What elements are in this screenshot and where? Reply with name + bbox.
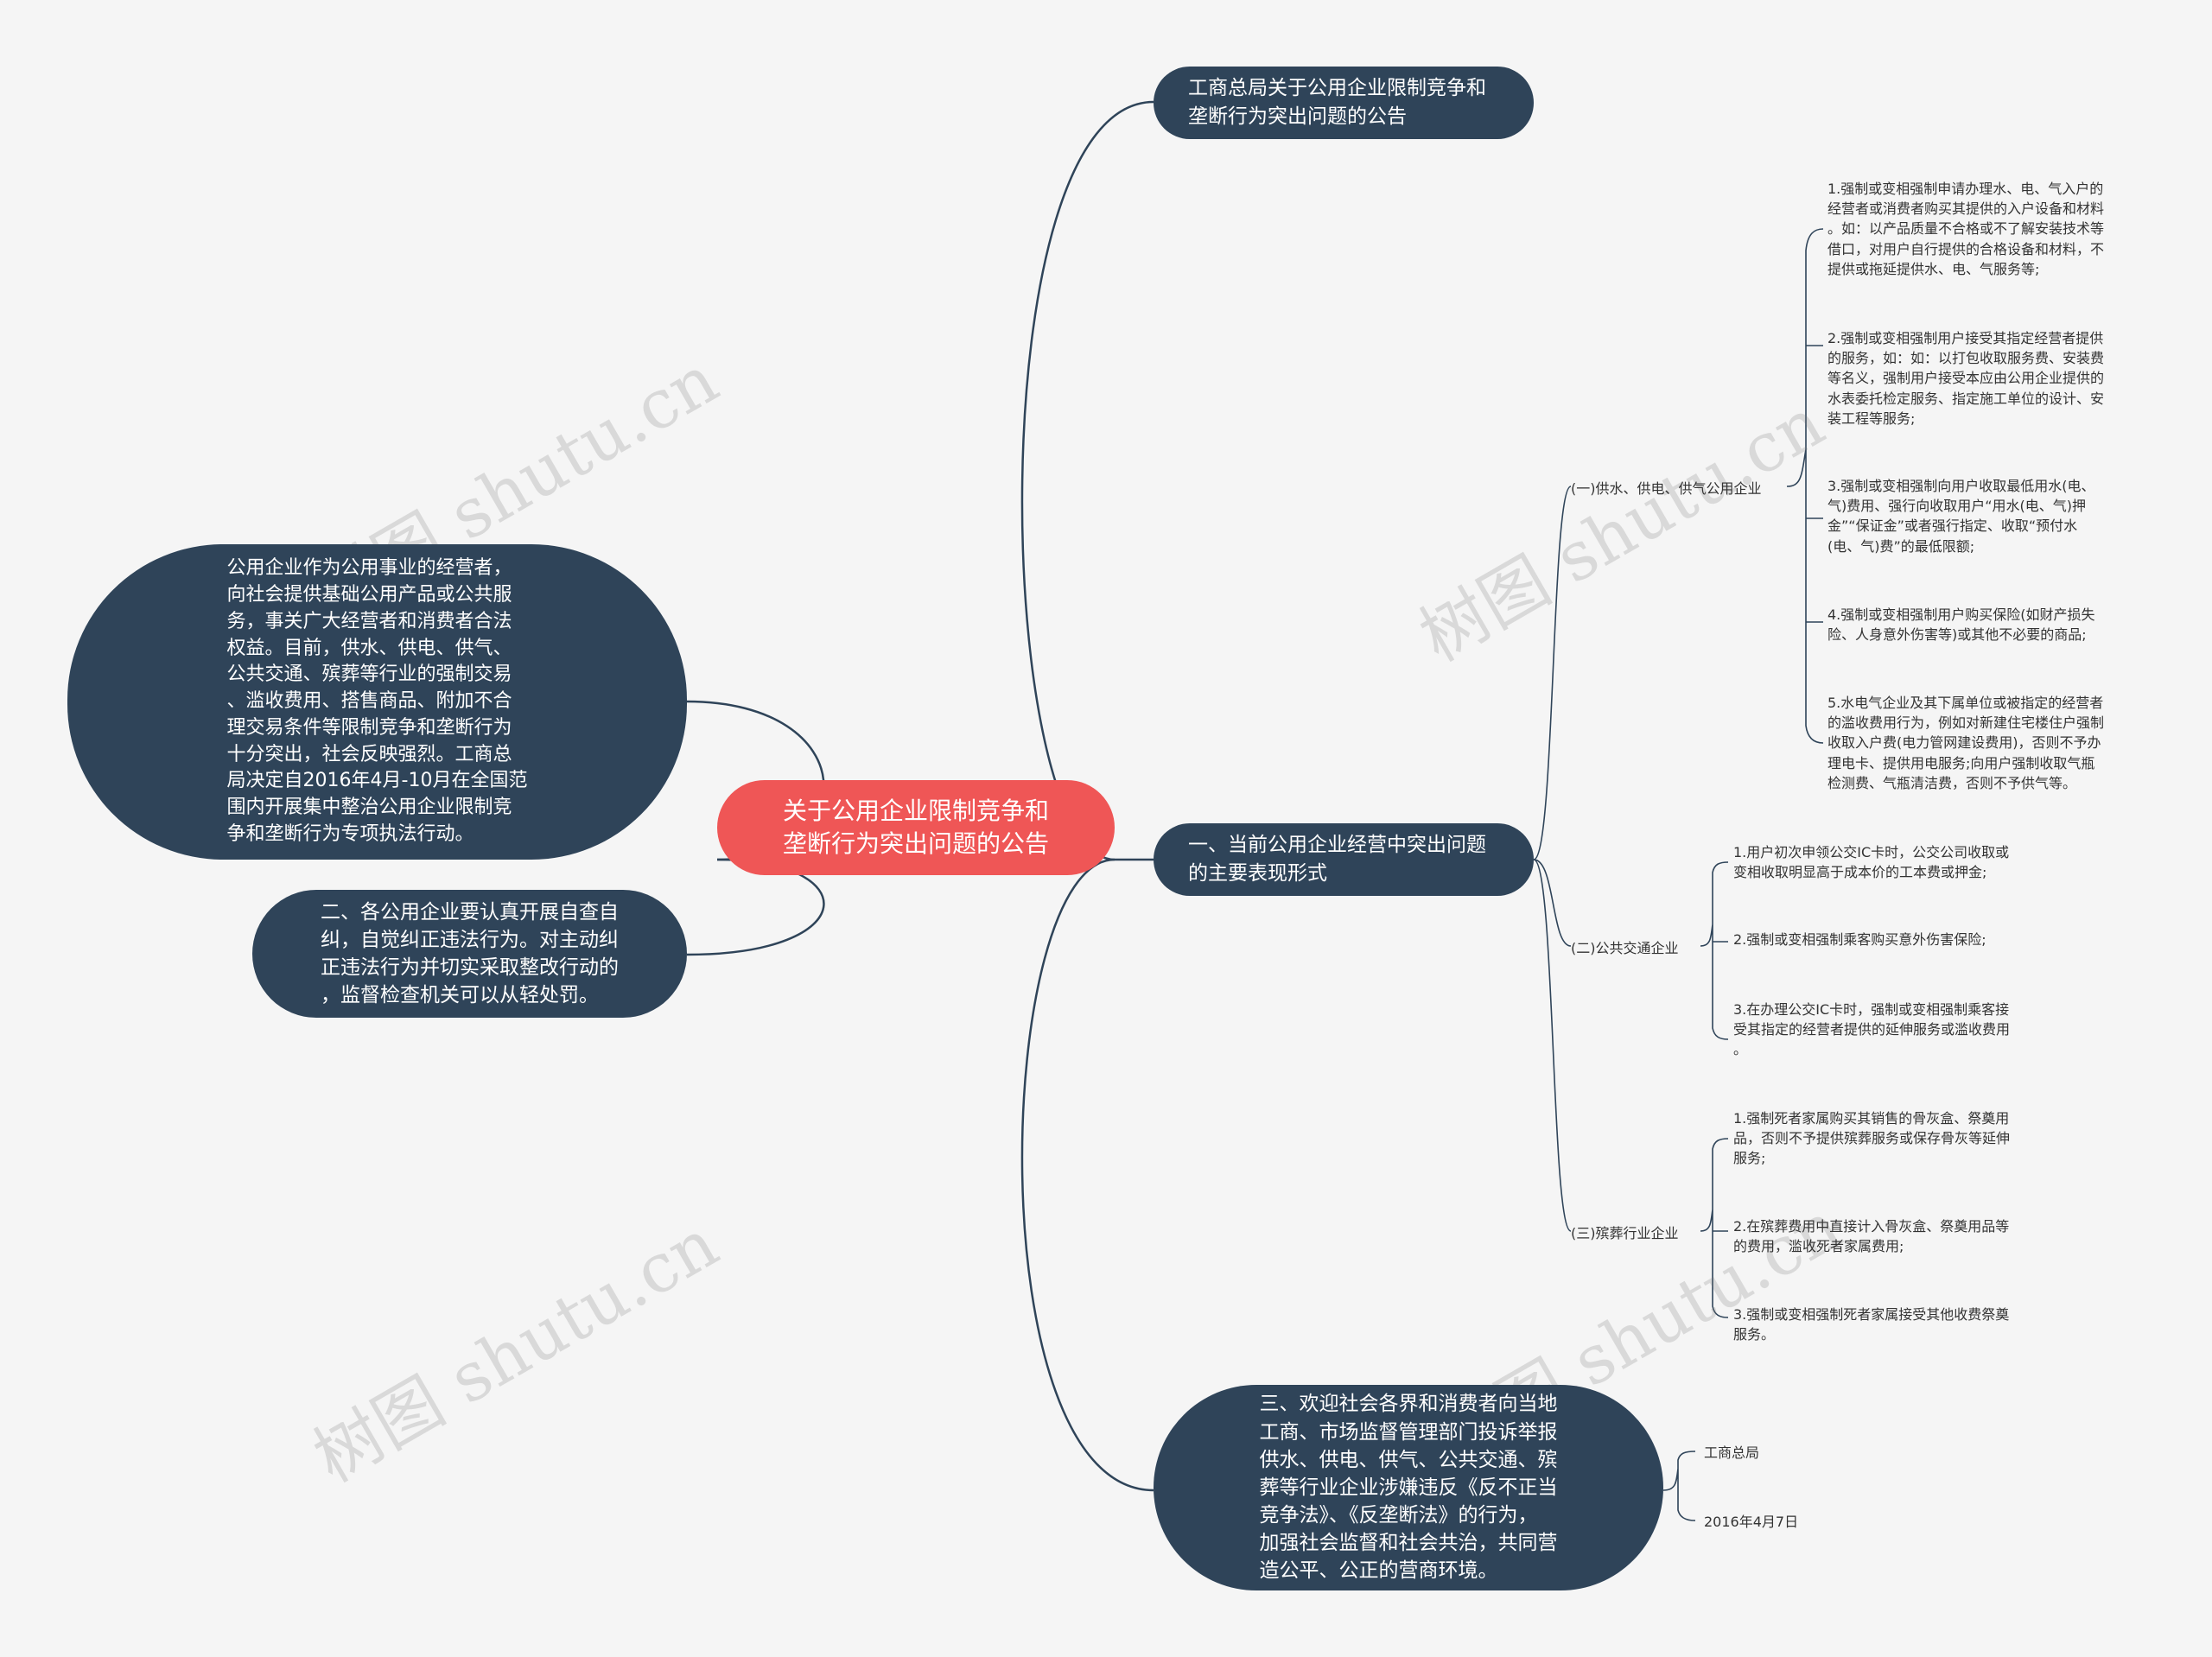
node-section3[interactable]: 三、欢迎社会各界和消费者向当地 工商、市场监督管理部门投诉举报 供水、供电、供气…	[1154, 1385, 1663, 1590]
link-section1-transport	[1533, 859, 1572, 947]
node-title[interactable]: 工商总局关于公用企业限制竞争和 垄断行为突出问题的公告	[1154, 67, 1534, 139]
node-section1-label: 一、当前公用企业经营中突出问题 的主要表现形式	[1188, 833, 1486, 885]
utilities-item-5[interactable]: 5.水电气企业及其下属单位或被指定的经营者 的滥收费用行为，例如对新建住宅楼住户…	[1827, 695, 2105, 791]
bracket-funeral	[1700, 1138, 1729, 1318]
node-intro-label: 公用企业作为公用事业的经营者， 向社会提供基础公用产品或公共服 务，事关广大经营…	[226, 557, 528, 846]
transport-item-1[interactable]: 1.用户初次申领公交IC卡时，公交公司收取或 变相收取明显高于成本价的工本费或押…	[1733, 844, 2010, 881]
link-section1-utilities	[1533, 486, 1572, 860]
link-root-section3	[1020, 858, 1154, 1492]
signature-org[interactable]: 工商总局	[1704, 1444, 1760, 1461]
bracket-utilities	[1786, 228, 1824, 744]
node-section2[interactable]: 二、各公用企业要认真开展自查自 纠，自觉纠正违法行为。对主动纠 正违法行为并切实…	[252, 890, 687, 1018]
funeral-item-2[interactable]: 2.在殡葬费用中直接计入骨灰盒、祭奠用品等 的费用，滥收死者家属费用;	[1733, 1218, 2010, 1255]
node-intro[interactable]: 公用企业作为公用事业的经营者， 向社会提供基础公用产品或公共服 务，事关广大经营…	[67, 544, 687, 860]
node-section2-label: 二、各公用企业要认真开展自查自 纠，自觉纠正违法行为。对主动纠 正违法行为并切实…	[321, 900, 619, 1007]
funeral-item-3[interactable]: 3.强制或变相强制死者家属接受其他收费祭奠 服务。	[1733, 1306, 2010, 1343]
node-section3-label: 三、欢迎社会各界和消费者向当地 工商、市场监督管理部门投诉举报 供水、供电、供气…	[1259, 1393, 1558, 1583]
root-node-label: 关于公用企业限制竞争和 垄断行为突出问题的公告	[782, 797, 1049, 858]
link-section1-funeral	[1533, 859, 1572, 1232]
category-transport[interactable]: (二)公共交通企业	[1571, 940, 1679, 956]
utilities-item-3[interactable]: 3.强制或变相强制向用户收取最低用水(电、 气)费用、强行向收取用户“用水(电、…	[1827, 478, 2095, 555]
category-funeral[interactable]: (三)殡葬行业企业	[1571, 1225, 1679, 1241]
bracket-transport	[1700, 861, 1729, 1040]
transport-item-3[interactable]: 3.在办理公交IC卡时，强制或变相强制乘客接 受其指定的经营者提供的延伸服务或滥…	[1733, 1001, 2011, 1058]
category-utilities[interactable]: (一)供水、供电、供气公用企业	[1571, 480, 1762, 497]
link-root-title	[1020, 100, 1154, 861]
transport-item-2[interactable]: 2.强制或变相强制乘客购买意外伤害保险;	[1733, 931, 1986, 948]
utilities-item-4[interactable]: 4.强制或变相强制用户购买保险(如财产损失 险、人身意外伤害等)或其他不必要的商…	[1827, 606, 2095, 644]
node-section1[interactable]: 一、当前公用企业经营中突出问题 的主要表现形式	[1154, 823, 1534, 896]
node-title-label: 工商总局关于公用企业限制竞争和 垄断行为突出问题的公告	[1188, 76, 1486, 128]
utilities-item-1[interactable]: 1.强制或变相强制申请办理水、电、气入户的 经营者或消费者购买其提供的入户设备和…	[1827, 181, 2105, 277]
root-node[interactable]: 关于公用企业限制竞争和 垄断行为突出问题的公告	[717, 780, 1115, 875]
funeral-item-1[interactable]: 1.强制死者家属购买其销售的骨灰盒、祭奠用 品，否则不予提供殡葬服务或保存骨灰等…	[1733, 1110, 2011, 1167]
utilities-item-2[interactable]: 2.强制或变相强制用户接受其指定经营者提供 的服务，如：如：以打包收取服务费、安…	[1827, 330, 2105, 427]
bracket-signature	[1662, 1451, 1696, 1521]
signature-date[interactable]: 2016年4月7日	[1704, 1514, 1799, 1530]
